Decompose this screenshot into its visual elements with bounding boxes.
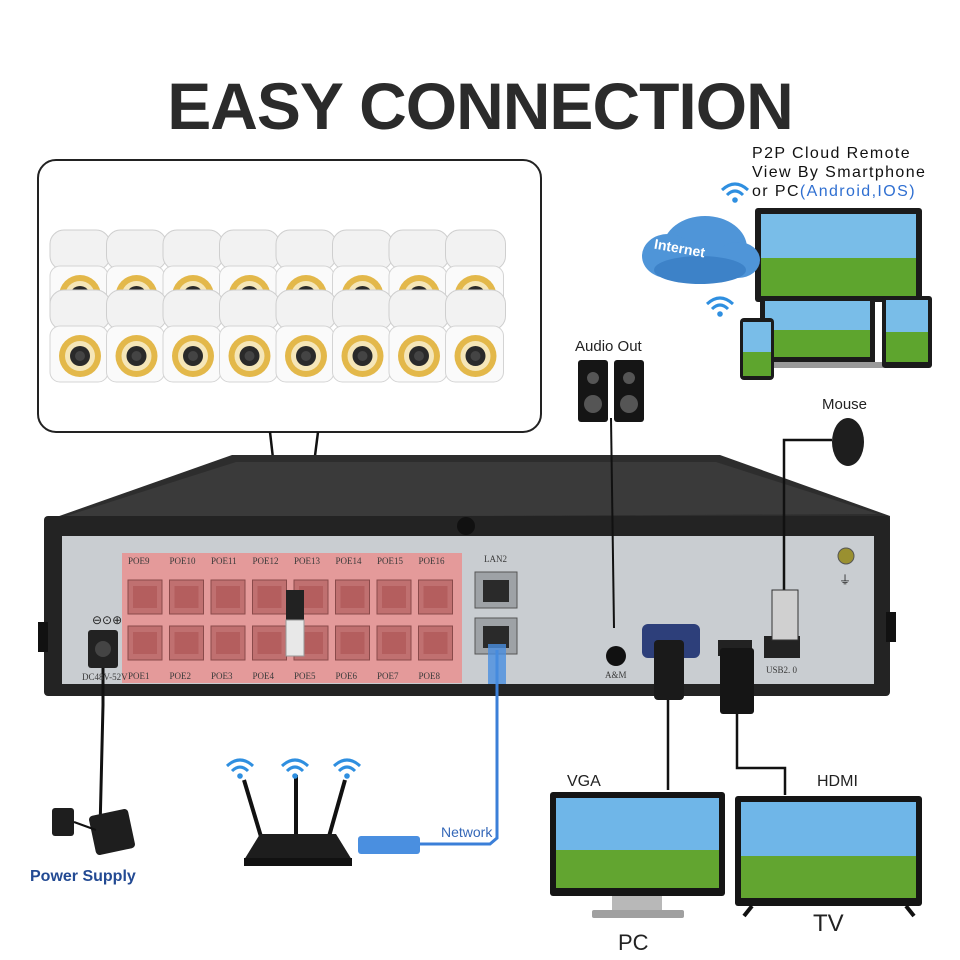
audio-jack [606, 646, 626, 666]
internet-cloud [642, 216, 760, 284]
power-cable [98, 668, 105, 831]
poe-port [127, 579, 163, 615]
poe-port-label: POE16 [418, 556, 445, 566]
poe-port [376, 625, 412, 661]
network-label: Network [441, 824, 493, 840]
poe-port-label: POE12 [252, 556, 279, 566]
svg-text:⏚: ⏚ [839, 573, 851, 587]
svg-text:⊖⊙⊕: ⊖⊙⊕ [92, 613, 122, 627]
poe-port-label: POE13 [294, 556, 321, 566]
usb-label: USB2. 0 [766, 665, 798, 675]
am-label: A&M [605, 670, 627, 680]
tv-label: TV [813, 910, 844, 937]
poe-port-label: POE4 [252, 671, 275, 681]
wifi-icon [280, 758, 310, 779]
usb-port [764, 636, 800, 658]
camera-icon [219, 289, 280, 383]
vga-label: VGA [567, 773, 601, 790]
wifi-icon [705, 296, 735, 317]
camera-icon [162, 289, 224, 383]
poe-port [418, 579, 453, 615]
poe-port-label: POE1 [128, 671, 150, 681]
poe-port-label: POE9 [128, 556, 150, 566]
poe-port-label: POE10 [169, 556, 196, 566]
poe-port [418, 625, 453, 661]
mouse-label: Mouse [822, 396, 868, 413]
tv-monitor [735, 796, 922, 918]
poe-port-label: POE14 [335, 556, 362, 566]
remote-devices [740, 208, 932, 380]
p2p-description: P2P Cloud Remote View By Smartphone or P… [752, 144, 926, 201]
poe-port [169, 625, 204, 661]
router [242, 775, 352, 866]
ground-screw [837, 547, 855, 565]
p2p-line1: P2P Cloud Remote [752, 145, 912, 162]
poe-port-label: POE15 [377, 556, 404, 566]
camera-icon [275, 289, 337, 383]
p2p-platforms: (Android,IOS) [799, 183, 916, 200]
poe-port-label: POE5 [294, 671, 316, 681]
camera-grid [49, 229, 506, 383]
p2p-line3: or PC [752, 183, 800, 200]
poe-port [335, 579, 370, 615]
poe-port [169, 579, 204, 615]
lan-label: LAN2 [484, 554, 507, 564]
wifi-icon [225, 758, 255, 779]
nvr-recorder: ⊖⊙⊕ ⏚ [38, 455, 896, 696]
camera-icon [332, 289, 393, 383]
poe-port-label: POE11 [211, 556, 237, 566]
dc-label: DC48V-52V [82, 672, 128, 682]
camera-icon [388, 289, 450, 383]
poe-port-label: POE7 [377, 671, 399, 681]
network-cable [420, 650, 499, 846]
pc-label: PC [618, 930, 649, 955]
poe-port-label: POE8 [418, 671, 441, 681]
audio-out-label: Audio Out [575, 338, 642, 355]
poe-port-label: POE3 [211, 671, 233, 681]
poe-port [252, 625, 287, 661]
power-supply-label: Power Supply [30, 868, 136, 885]
hdmi-label: HDMI [817, 773, 858, 790]
camera-icon [445, 289, 506, 383]
page-title: EASY CONNECTION [167, 69, 794, 143]
mouse-device [832, 418, 864, 466]
poe-port [376, 579, 412, 615]
wifi-icon [720, 182, 750, 203]
camera-icon [106, 289, 167, 383]
mouse-cable [782, 438, 832, 600]
poe-port [210, 625, 246, 661]
camera-icon [49, 289, 111, 383]
poe-port-label: POE2 [169, 671, 192, 681]
poe-port [127, 625, 163, 661]
pc-monitor [550, 792, 725, 918]
audio-cable [610, 417, 615, 629]
poe-port [252, 579, 287, 615]
poe-port [335, 625, 370, 661]
power-adapter [52, 808, 135, 855]
speakers [578, 360, 644, 422]
hdmi-cable [735, 712, 787, 795]
poe-ports [127, 579, 453, 661]
wifi-icon [332, 758, 362, 779]
poe-port-label: POE6 [335, 671, 358, 681]
poe-port [210, 579, 246, 615]
p2p-line2: View By Smartphone [752, 164, 927, 181]
